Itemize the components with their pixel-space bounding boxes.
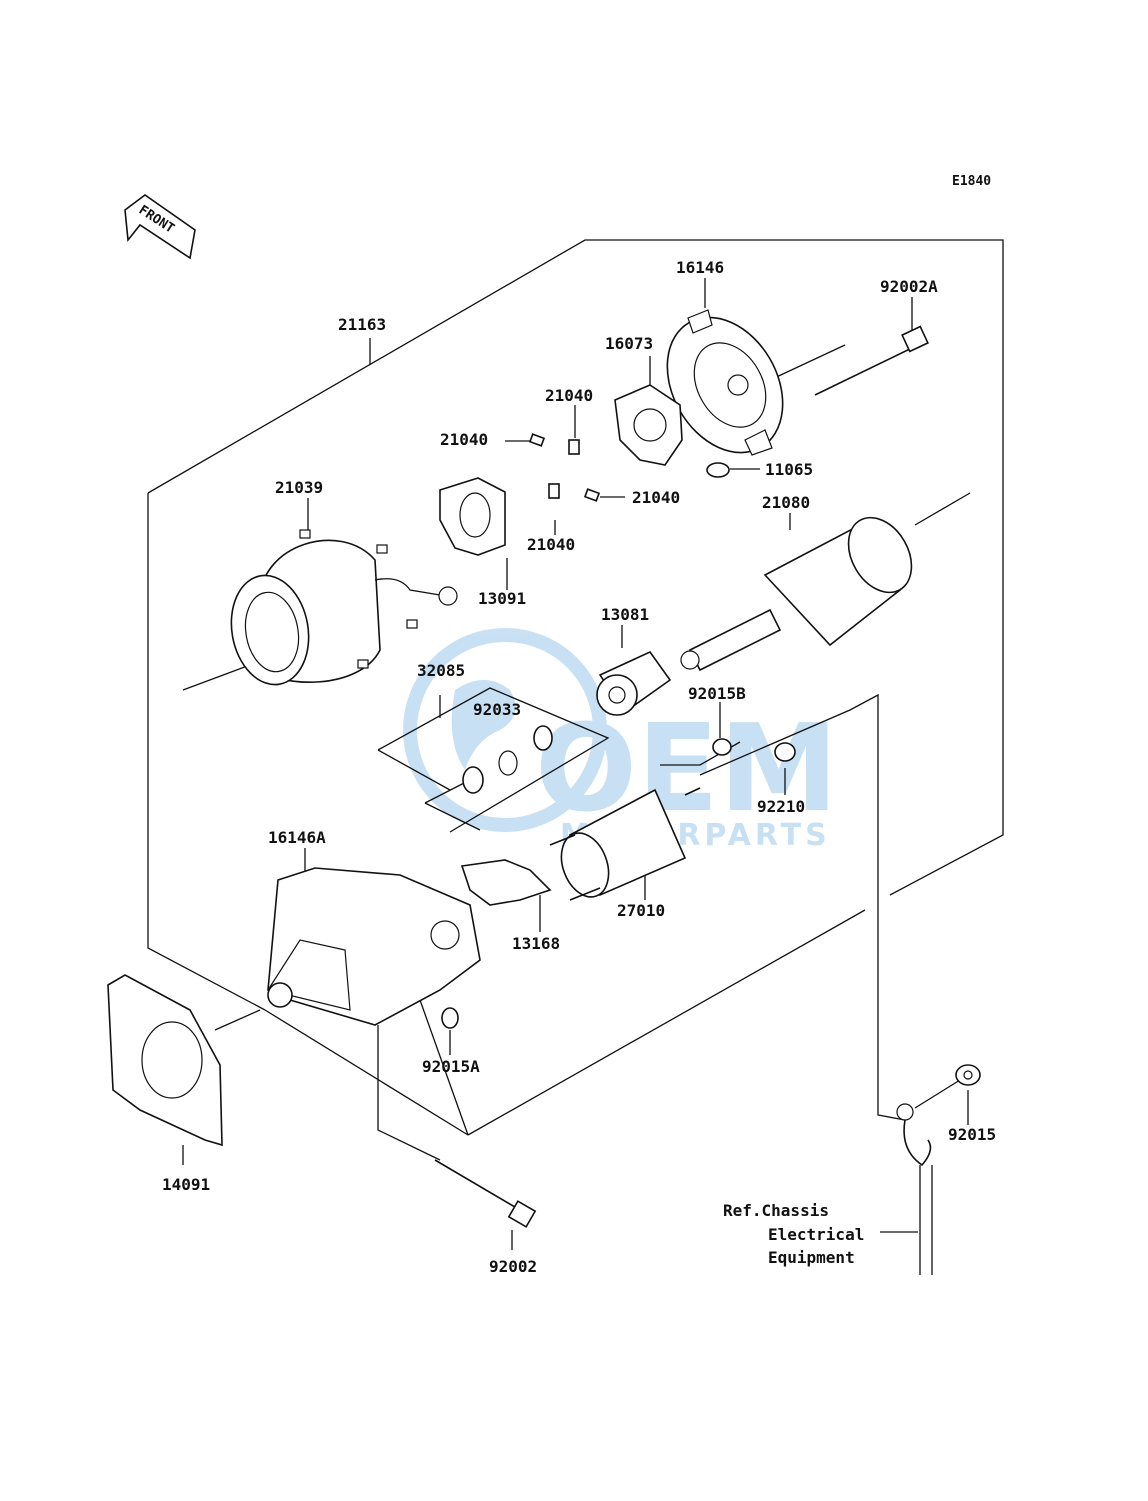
label-32085: 32085 [417,661,465,680]
solenoid-27010 [549,787,701,901]
armature-21080 [680,516,913,672]
label-27010: 27010 [617,901,665,920]
label-13091: 13091 [478,589,526,608]
label-21039: 21039 [275,478,323,497]
label-21040-left: 21040 [440,430,488,449]
through-bolt-92002A [814,325,929,396]
label-92033: 92033 [473,700,521,719]
front-housing-16146A [267,867,481,1026]
ground-cable [880,1103,933,1275]
label-13168: 13168 [512,934,560,953]
label-21040-right: 21040 [632,488,680,507]
label-92015: 92015 [948,1125,996,1144]
label-16146A: 16146A [268,828,326,847]
leader-lines [182,278,971,1250]
yoke-21039 [230,529,458,686]
nut-92015A [441,1007,459,1029]
label-13081: 13081 [601,605,649,624]
label-16073: 16073 [605,334,653,353]
assembly-boundary-21163 [147,239,1004,1136]
brush-springs-21040 [528,433,601,502]
reference-line-3: Equipment [768,1248,855,1267]
label-92015A: 92015A [422,1057,480,1076]
label-92002A: 92002A [880,277,938,296]
reference-line-2: Electrical [768,1225,864,1244]
watermark-continent-shape [451,680,516,770]
nut-11065 [706,462,730,478]
bolt-92002 [434,1159,537,1228]
brush-holder-13091 [439,477,506,556]
nut-92210 [774,742,796,762]
label-21163: 21163 [338,315,386,334]
watermark-main: OEM [535,700,838,839]
watermark-globe-icon [403,628,607,832]
front-direction-arrow-icon: FRONT [124,194,196,260]
label-92015B: 92015B [688,684,746,703]
label-16146: 16146 [676,258,724,277]
pinion-clutch-13081 [596,650,672,716]
diagram-code: E1840 [952,174,991,189]
shift-lever-13168 [460,859,552,906]
label-92002: 92002 [489,1257,537,1276]
chassis-reference-note: Ref.Chassis Electrical Equipment [723,1201,864,1267]
label-11065: 11065 [765,460,813,479]
part-labels: 21163 16146 92002A 16073 21040 21040 210… [162,258,996,1276]
snap-ring-92033 [462,725,553,794]
nut-92015B [712,738,732,756]
rear-cover-16146 [666,309,784,456]
nut-92015 [955,1064,981,1086]
label-21040-bottom: 21040 [527,535,575,554]
label-14091: 14091 [162,1175,210,1194]
reference-line-1: Ref.Chassis [723,1201,829,1220]
brush-plate-16073 [614,384,683,466]
label-21080: 21080 [762,493,810,512]
label-21040-top: 21040 [545,386,593,405]
cover-14091 [107,974,223,1147]
label-92210: 92210 [757,797,805,816]
oem-watermark: OEM MOTORPARTS [403,628,838,853]
